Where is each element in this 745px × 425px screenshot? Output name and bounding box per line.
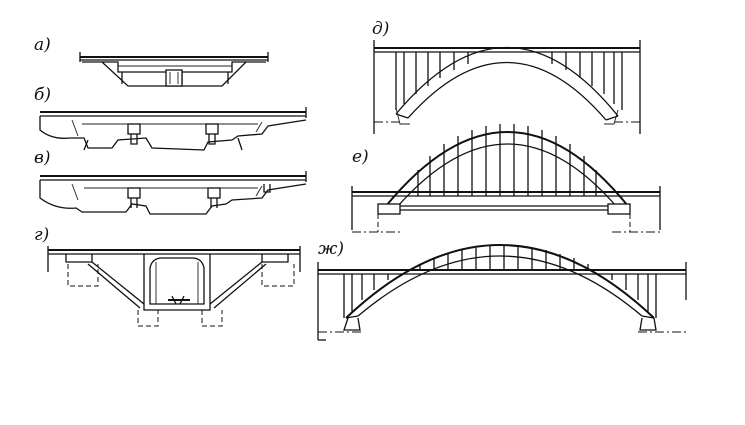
arch-intrados-d	[407, 61, 607, 121]
panel-a: а)	[34, 35, 269, 87]
panel-v: в)	[34, 148, 307, 215]
arch-extrados-d	[395, 46, 619, 117]
panel-a-label: а)	[34, 35, 51, 55]
panel-e: е)	[351, 124, 661, 233]
panel-b-label: б)	[34, 85, 51, 105]
panel-zh-label: ж)	[318, 239, 344, 259]
panel-d: д)	[372, 19, 641, 134]
support-right	[205, 123, 219, 135]
panel-e-label: е)	[352, 147, 369, 167]
panel-zh-spandrel-columns	[343, 246, 657, 318]
arch-inner-zh	[357, 255, 643, 317]
arch-outer-zh	[345, 244, 655, 319]
panel-d-spandrel-columns	[395, 52, 623, 110]
central-rib	[165, 69, 183, 87]
panel-d-label: д)	[372, 19, 389, 39]
panel-e-hangers	[417, 124, 597, 196]
arch-outer-e	[385, 131, 629, 207]
support-right-v	[207, 187, 221, 199]
panel-zh: ж)	[317, 239, 687, 341]
abutment-right-e	[607, 203, 631, 215]
panel-v-label: в)	[34, 148, 51, 168]
panel-b: б)	[34, 85, 307, 151]
support-left	[127, 123, 141, 135]
abutment-left-e	[377, 203, 401, 215]
panel-g-label: г)	[34, 225, 49, 245]
support-left-v	[127, 187, 141, 199]
panel-g: г)	[34, 225, 301, 327]
arch-inner-e	[397, 143, 617, 207]
